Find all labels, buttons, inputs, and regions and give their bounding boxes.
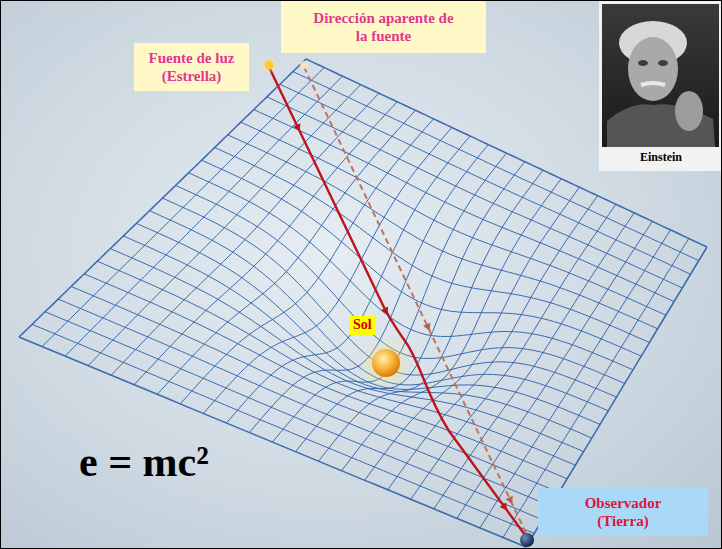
photo-caption: Einstein <box>599 151 722 164</box>
grid-line <box>189 173 633 370</box>
star-glow <box>260 56 278 74</box>
arrowhead <box>293 123 300 131</box>
sun-glow <box>360 337 412 389</box>
light-ray <box>269 67 525 535</box>
earth <box>520 533 534 547</box>
grid-line <box>457 221 652 518</box>
grid-line <box>342 179 562 471</box>
sun-label-box: Sol <box>349 316 376 335</box>
photo-frame <box>599 1 722 171</box>
grid-line <box>434 213 634 509</box>
grid-line <box>65 76 342 356</box>
grid-line <box>388 196 598 490</box>
observer-label-box: Observador (Tierra) <box>538 488 708 536</box>
sun-body <box>372 349 400 377</box>
apparent-direction-box: Dirección aparente de la fuente <box>281 1 486 53</box>
einstein-photo <box>599 1 722 171</box>
equation-label: e = mc² <box>79 439 209 485</box>
grid-line <box>134 102 397 385</box>
grid-line <box>202 160 642 356</box>
grid-line <box>296 162 525 452</box>
grid-line <box>411 204 616 499</box>
photo-background <box>602 4 719 147</box>
grid-line <box>58 299 551 506</box>
grid-line <box>19 337 526 547</box>
node-text: Sol <box>353 317 372 334</box>
arrowhead <box>381 307 388 315</box>
apparent-star <box>300 61 308 69</box>
photo-hands <box>675 91 703 131</box>
grid-line <box>215 148 650 343</box>
grid-line <box>150 211 609 411</box>
grid-line <box>163 198 617 397</box>
grid-line <box>319 170 543 461</box>
grid-line <box>273 153 507 442</box>
node-text: Fuente de luz (Estrella) <box>138 49 245 85</box>
node-text: Dirección aparente de la fuente <box>309 9 459 45</box>
grid-line <box>19 59 306 337</box>
grid-line <box>157 110 415 394</box>
grid-line <box>111 93 379 375</box>
arrowhead <box>500 502 507 510</box>
grid-line <box>226 136 470 423</box>
photo-moustache <box>641 83 665 85</box>
arrowhead <box>423 323 430 331</box>
ray-arrowheads <box>293 123 513 510</box>
grid-line <box>45 312 542 520</box>
grid-line <box>123 236 591 438</box>
node-text: Observador (Tierra) <box>573 494 673 530</box>
photo-eye <box>658 60 668 66</box>
source-label-box: Fuente de luz (Estrella) <box>134 43 249 91</box>
grid-line <box>480 230 671 528</box>
grid-line <box>32 324 534 533</box>
photo-face <box>628 37 678 101</box>
apparent-ray <box>304 67 527 535</box>
arrowhead <box>506 496 513 504</box>
grid-line <box>250 145 489 433</box>
star <box>265 61 274 70</box>
grid-line <box>110 249 583 452</box>
photo-eye <box>638 60 648 66</box>
grid-line <box>526 247 707 547</box>
